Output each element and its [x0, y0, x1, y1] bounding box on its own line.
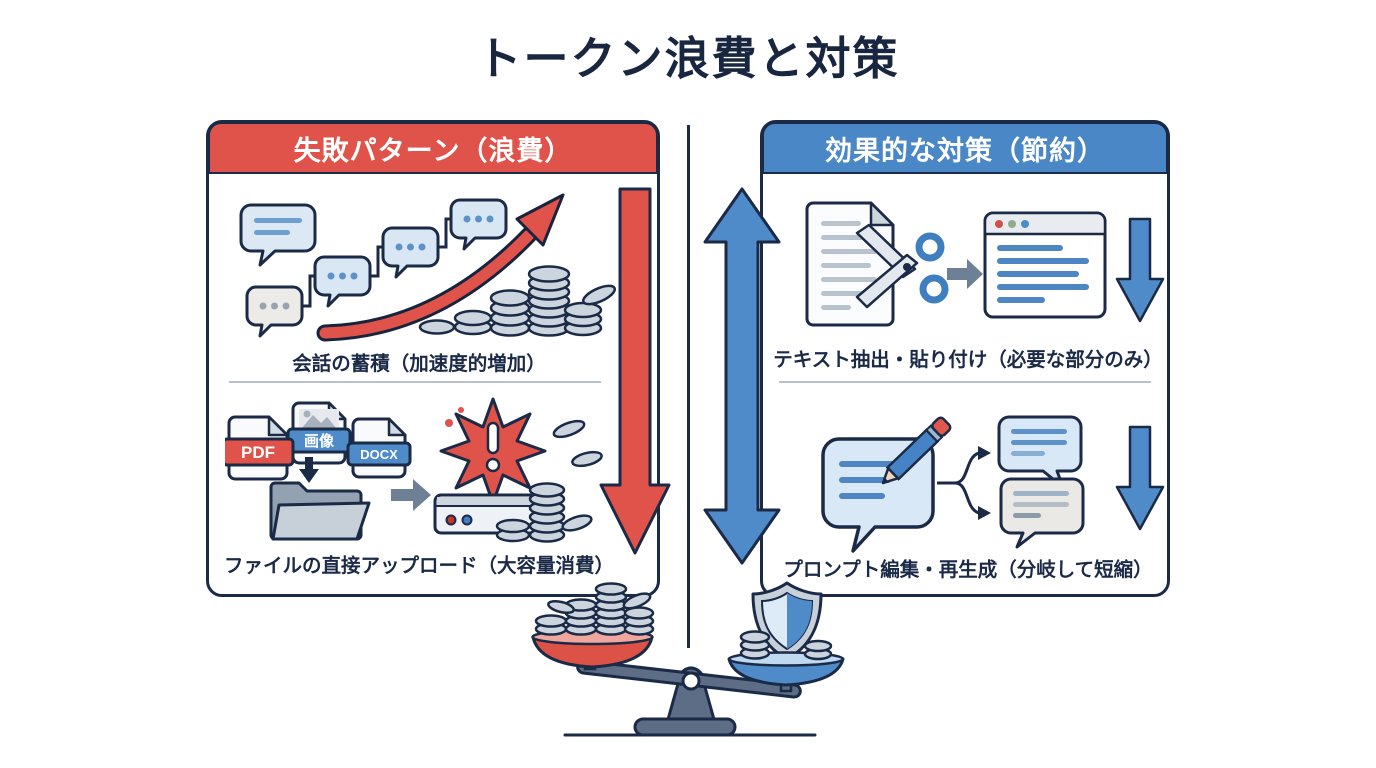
file-upload-illustration: 画像 PDF DOCX [225, 397, 603, 543]
pencil-icon [881, 416, 952, 485]
chat-thread-chain-icon [239, 193, 617, 342]
right-row2-caption: プロンプト編集・再生成（分岐して短縮） [783, 559, 1153, 581]
docx-file-label: DOCX [360, 447, 398, 462]
right-panel-separator [779, 381, 1151, 383]
explosion-alert-icon [439, 397, 547, 505]
gray-right-arrow-icon [947, 259, 983, 289]
left-panel-separator [229, 381, 601, 383]
left-row1-caption: 会話の蓄積（加速度的増加） [292, 353, 546, 375]
pdf-file-icon: PDF [225, 415, 295, 481]
text-extract-illustration [805, 201, 1107, 327]
page-title: トークン浪費と対策 [476, 33, 900, 84]
center-divider [687, 125, 690, 648]
chat-variant-bubble-top [997, 415, 1083, 489]
coin-pile-icon [418, 265, 617, 337]
chat-chain-bubble-2 [313, 255, 372, 308]
document-icon [805, 201, 895, 327]
rising-cost-curve-arrow-icon [316, 193, 565, 342]
gray-right-arrow-icon [391, 479, 431, 511]
docx-file-icon: DOCX [346, 417, 412, 479]
balance-scale-icon [531, 581, 845, 737]
blue-pan-coins [727, 630, 845, 693]
chat-chain-bubble-3 [381, 226, 440, 279]
red-pan-coins [531, 582, 655, 671]
prompt-edit-illustration [821, 415, 1085, 553]
scale-pivot [681, 671, 701, 691]
chat-bubble-icon [239, 203, 317, 267]
image-file-icon: 画像 [286, 401, 352, 465]
branch-arrows-icon [937, 446, 991, 520]
big-red-down-arrow-icon [599, 187, 671, 555]
chain-connectors [302, 217, 451, 308]
chat-variant-bubble-bottom [999, 477, 1085, 549]
upload-down-arrow-icon [299, 457, 319, 483]
left-row2-caption: ファイルの直接アップロード（大容量消費） [223, 555, 614, 577]
left-panel-failure-patterns: 失敗パターン（浪費） [206, 120, 671, 597]
browser-window-icon [983, 211, 1107, 319]
coin-stack-icon [495, 419, 603, 543]
scissors-icon [855, 223, 949, 309]
chat-chain-bubble-1 [245, 285, 304, 338]
right-panel-countermeasures: 効果的な対策（節約） [760, 120, 1170, 597]
right-panel-header: 効果的な対策（節約） [762, 122, 1168, 174]
blue-double-vertical-arrow-icon [703, 187, 781, 565]
right-row1-caption: テキスト抽出・貼り付け（必要な部分のみ） [773, 349, 1163, 371]
pdf-file-label: PDF [241, 443, 275, 462]
small-blue-down-arrow-icon [1115, 217, 1165, 323]
chat-chain-bubble-4 [449, 198, 508, 251]
image-file-label: 画像 [304, 432, 335, 450]
left-panel-header: 失敗パターン（浪費） [208, 122, 658, 174]
small-blue-down-arrow-icon [1115, 425, 1165, 531]
folder-icon [269, 481, 371, 541]
shield-icon [751, 581, 823, 661]
